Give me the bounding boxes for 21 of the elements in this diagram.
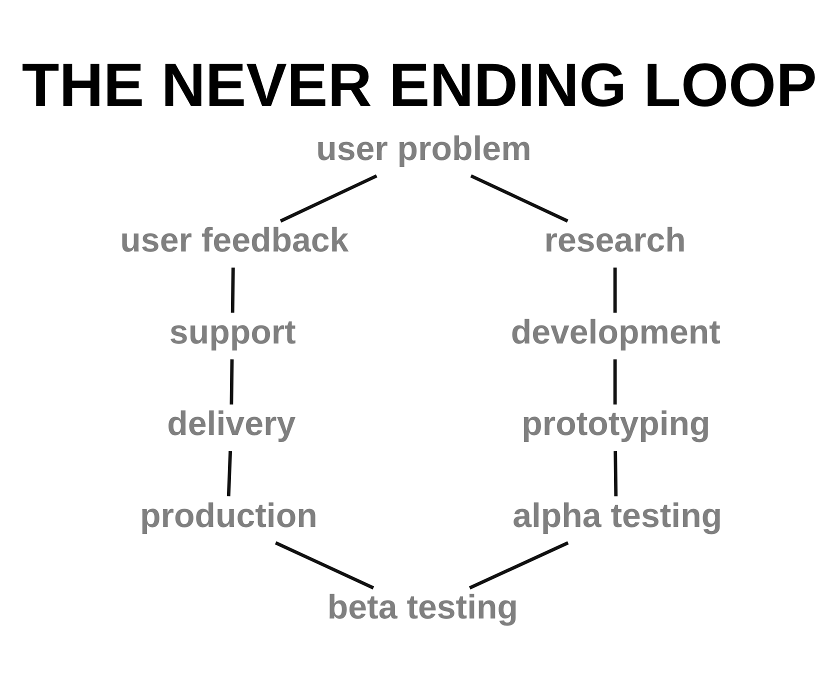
node-text: delivery [167, 405, 296, 444]
connector [274, 541, 374, 590]
connector [230, 359, 234, 405]
connector [613, 359, 617, 404]
connector [470, 174, 568, 223]
connector [226, 450, 232, 496]
node-text: alpha testing [512, 496, 722, 535]
node-text: user problem [316, 130, 532, 168]
node-text: beta testing [327, 588, 518, 627]
connector [230, 268, 235, 313]
connector [613, 268, 617, 313]
node-text: production [140, 496, 318, 535]
node-text: support [169, 313, 296, 352]
connector [614, 451, 618, 496]
connector [468, 541, 569, 590]
diagram-title: THE NEVER ENDING LOOP [22, 50, 817, 119]
node-text: user feedback [120, 222, 349, 260]
node-text: research [544, 222, 686, 260]
node-text: prototyping [522, 405, 710, 444]
connector [280, 174, 378, 223]
node-text: development [510, 313, 720, 352]
